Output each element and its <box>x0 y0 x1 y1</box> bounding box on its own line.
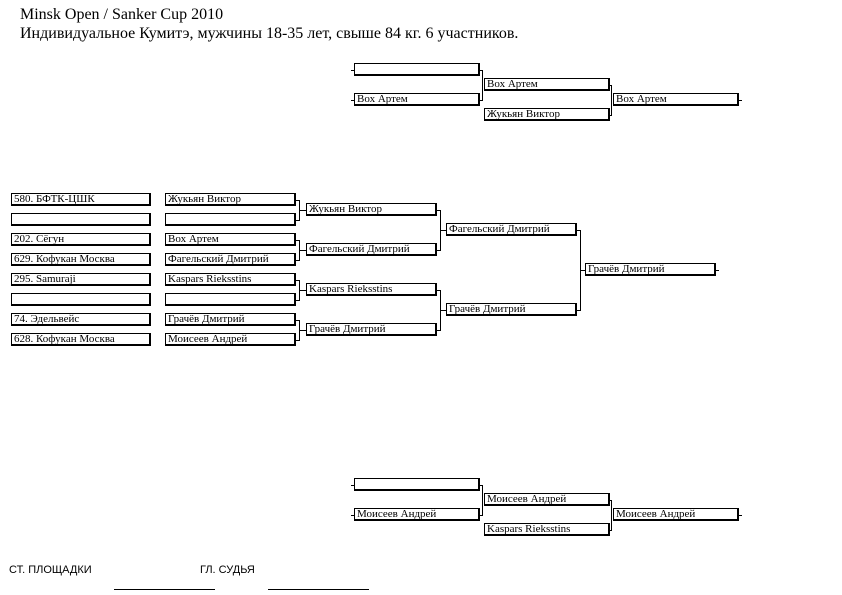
r2-slot-2: Фагельский Дмитрий <box>306 243 437 256</box>
repechage-bottom-round2-2: Kaspars Rieksstins <box>484 523 610 536</box>
r2-slot-3: Kaspars Rieksstins <box>306 283 437 296</box>
r3-slot-1: Фагельский Дмитрий <box>446 223 577 236</box>
club-4: 629. Кофукан Москва <box>11 253 151 266</box>
repechage-bottom-winner: Моисеев Андрей <box>613 508 739 521</box>
site-judge-signature-line <box>114 589 215 590</box>
club-6 <box>11 293 151 306</box>
r1-slot-7: Грачёв Дмитрий <box>165 313 296 326</box>
club-3: 202. Сёгун <box>11 233 151 246</box>
r1-slot-1: Жукьян Виктор <box>165 193 296 206</box>
final-winner: Грачёв Дмитрий <box>585 263 716 276</box>
r3-slot-2: Грачёв Дмитрий <box>446 303 577 316</box>
r1-slot-5: Kaspars Rieksstins <box>165 273 296 286</box>
r1-slot-6 <box>165 293 296 306</box>
page-title: Minsk Open / Sanker Cup 2010 <box>20 6 224 23</box>
repechage-bottom-entry-2: Моисеев Андрей <box>354 508 480 521</box>
repechage-top-round2-1: Вох Артем <box>484 78 610 91</box>
club-7: 74. Эдельвейс <box>11 313 151 326</box>
r2-slot-4: Грачёв Дмитрий <box>306 323 437 336</box>
club-8: 628. Кофукан Москва <box>11 333 151 346</box>
repechage-top-winner: Вох Артем <box>613 93 739 106</box>
repechage-top-round2-2: Жукьян Виктор <box>484 108 610 121</box>
page-subtitle: Индивидуальное Кумитэ, мужчины 18-35 лет… <box>20 25 519 42</box>
repechage-top-entry-1 <box>354 63 480 76</box>
site-judge-label: СТ. ПЛОЩАДКИ <box>9 564 92 576</box>
r1-slot-3: Вох Артем <box>165 233 296 246</box>
r1-slot-8: Моисеев Андрей <box>165 333 296 346</box>
r1-slot-4: Фагельский Дмитрий <box>165 253 296 266</box>
chief-judge-label: ГЛ. СУДЬЯ <box>200 564 255 576</box>
repechage-bottom-entry-1 <box>354 478 480 491</box>
club-1: 580. БФТК-ЦШК <box>11 193 151 206</box>
r1-slot-2 <box>165 213 296 226</box>
r2-slot-1: Жукьян Виктор <box>306 203 437 216</box>
club-2 <box>11 213 151 226</box>
repechage-bottom-round2-1: Моисеев Андрей <box>484 493 610 506</box>
club-5: 295. Samuraji <box>11 273 151 286</box>
repechage-top-entry-2: Вох Артем <box>354 93 480 106</box>
chief-judge-signature-line <box>268 589 369 590</box>
